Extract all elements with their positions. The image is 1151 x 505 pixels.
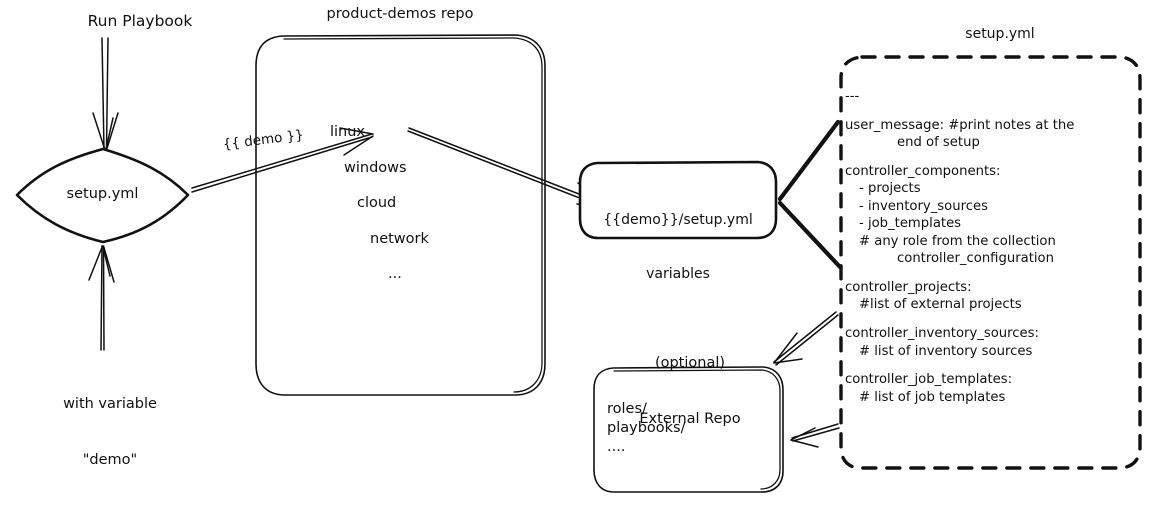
external-repo-title: (optional) External Repo xyxy=(600,317,780,465)
variables-box-line-1: {{demo}}/setup.yml xyxy=(603,211,753,228)
yaml-line: #list of external projects xyxy=(859,297,1022,313)
repo-box xyxy=(255,34,546,396)
yaml-line: controller_job_templates: xyxy=(845,372,1013,388)
external-repo-box xyxy=(593,366,784,493)
external-repo-title-line-2: External Repo xyxy=(639,410,741,427)
variables-box-label: {{demo}}/setup.yml variables xyxy=(582,176,774,319)
yaml-line: user_message: #print notes at the xyxy=(845,117,1075,133)
external-repo-items-list: roles/playbooks/.... xyxy=(607,400,685,457)
with-variable-line-1: with variable xyxy=(63,396,157,413)
connector-run-playbook-to-decision xyxy=(92,37,119,151)
yaml-block: controller_inventory_sources:# list of i… xyxy=(845,325,1145,360)
yaml-line: # list of inventory sources xyxy=(859,343,1033,359)
yaml-line: controller_components: xyxy=(845,163,1001,179)
run-playbook-label: Run Playbook xyxy=(87,12,193,30)
setup-yml-file-content: --- user_message: #print notes at the end … xyxy=(845,88,1145,417)
yaml-block: user_message: #print notes at the end of … xyxy=(845,117,1145,152)
with-variable-line-2: "demo" xyxy=(82,451,138,468)
connector-controller-job-templates-to-external-repo xyxy=(790,423,840,448)
yaml-line: end of setup xyxy=(897,135,980,151)
yaml-block: --- xyxy=(845,88,1145,106)
repo-item: cloud xyxy=(357,195,397,212)
decision-diamond xyxy=(15,147,190,244)
connector-decision-to-linux xyxy=(191,127,374,193)
repo-item: network xyxy=(370,230,429,247)
connector-with-variable-to-decision xyxy=(88,245,115,351)
connector-setup-file-to-variables-bottom xyxy=(777,200,843,270)
yaml-block: controller_projects: #list of external pr… xyxy=(845,279,1145,314)
yaml-line: controller_inventory_sources: xyxy=(845,326,1039,342)
external-repo-title-line-1: (optional) xyxy=(654,355,726,372)
variables-box xyxy=(578,160,778,240)
yaml-block: controller_job_templates:# list of job t… xyxy=(845,371,1145,406)
repo-item: ... xyxy=(388,266,402,283)
yaml-line: controller_projects: xyxy=(845,279,972,295)
yaml-line: - job_templates xyxy=(859,216,962,232)
yaml-line: # list of job templates xyxy=(859,389,1006,405)
external-repo-item: roles/ xyxy=(607,401,647,417)
external-repo-item: .... xyxy=(607,438,626,455)
yaml-line: - projects xyxy=(859,181,921,197)
yaml-line: # any role from the collection xyxy=(859,233,1056,249)
repo-box-title: product-demos repo xyxy=(326,6,474,22)
connector-controller-projects-to-external-repo xyxy=(773,311,839,366)
yaml-block: controller_components: - projects- invent… xyxy=(845,163,1145,268)
yaml-line: - inventory_sources xyxy=(859,198,988,214)
variables-box-line-2: variables xyxy=(646,265,710,282)
repo-items-list: linux windows cloud network... xyxy=(330,123,490,301)
external-repo-item: playbooks/ xyxy=(607,419,686,436)
setup-yml-file-title: setup.yml xyxy=(965,26,1035,42)
repo-item: linux xyxy=(330,124,366,140)
with-variable-label: with variable "demo" xyxy=(20,358,200,505)
repo-item: windows xyxy=(344,159,407,176)
connector-setup-file-to-variables-top xyxy=(777,119,841,202)
yaml-line: --- xyxy=(845,89,860,104)
yaml-line: controller_configuration xyxy=(897,251,1054,267)
decision-setup-yml-label: setup.yml xyxy=(66,186,139,202)
